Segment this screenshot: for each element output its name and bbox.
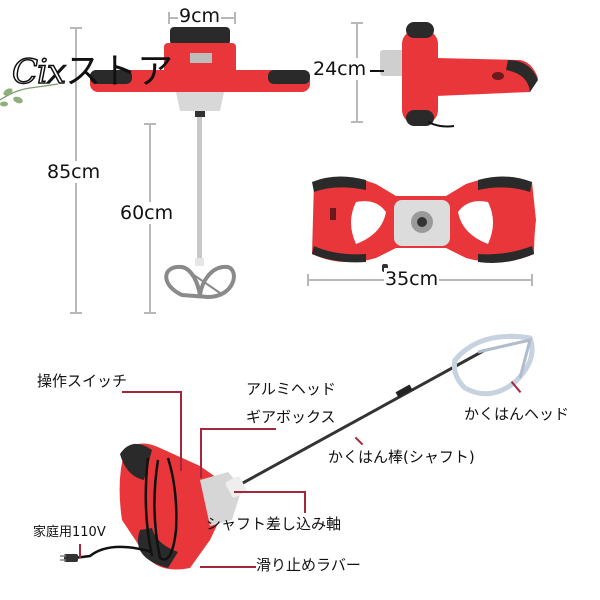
dim-label-shaft-length: 60cm — [119, 202, 175, 224]
dim-tick — [70, 312, 82, 314]
dim-label-side-height: 24cm — [312, 58, 368, 80]
dim-label-top-width: 9cm — [178, 5, 222, 27]
mixer-side-view — [380, 22, 538, 128]
callout-switch: 操作スイッチ — [37, 372, 128, 390]
dim-tick — [351, 121, 363, 123]
dim-tick — [144, 312, 156, 314]
mixer-angled-view — [60, 333, 535, 570]
dim-label-total-height: 85cm — [46, 161, 102, 183]
leader-gearbox-v — [200, 428, 202, 478]
callout-shaft: かくはん棒(シャフト) — [328, 448, 475, 466]
callout-aluminum-head: アルミヘッド — [246, 380, 336, 398]
dim-tick — [70, 27, 82, 29]
store-watermark: Cixストア — [11, 42, 174, 94]
leader-socket-h — [234, 491, 306, 493]
watermark-script-text: Cix — [11, 51, 67, 93]
leader-gearbox-h — [200, 428, 276, 430]
mixer-top-view — [312, 176, 536, 272]
dim-tick — [168, 12, 170, 24]
callout-mixing-head: かくはんヘッド — [464, 405, 570, 423]
mixer-front-view — [90, 27, 310, 300]
callout-shaft-socket: シャフト差し込み軸 — [206, 515, 342, 533]
callout-power: 家庭用110V — [33, 525, 106, 540]
leaf-vine-icon — [0, 83, 59, 107]
dim-tick — [307, 274, 309, 286]
dim-leader-side — [370, 70, 384, 72]
callout-rubber-grip: 滑り止めラバー — [256, 556, 361, 574]
dim-tick — [234, 12, 236, 24]
callout-gearbox: ギアボックス — [246, 408, 336, 426]
leader-switch-v — [180, 391, 182, 471]
leader-socket-v — [304, 491, 306, 513]
leader-power-v — [79, 544, 81, 558]
leader-rubber-h — [200, 566, 256, 568]
dim-tick — [531, 274, 533, 286]
watermark-kana-text: ストア — [65, 51, 174, 92]
dim-tick — [351, 22, 363, 24]
leader-switch-h — [122, 391, 182, 393]
dim-tick — [144, 123, 156, 125]
dim-label-handle-width: 35cm — [384, 268, 440, 290]
